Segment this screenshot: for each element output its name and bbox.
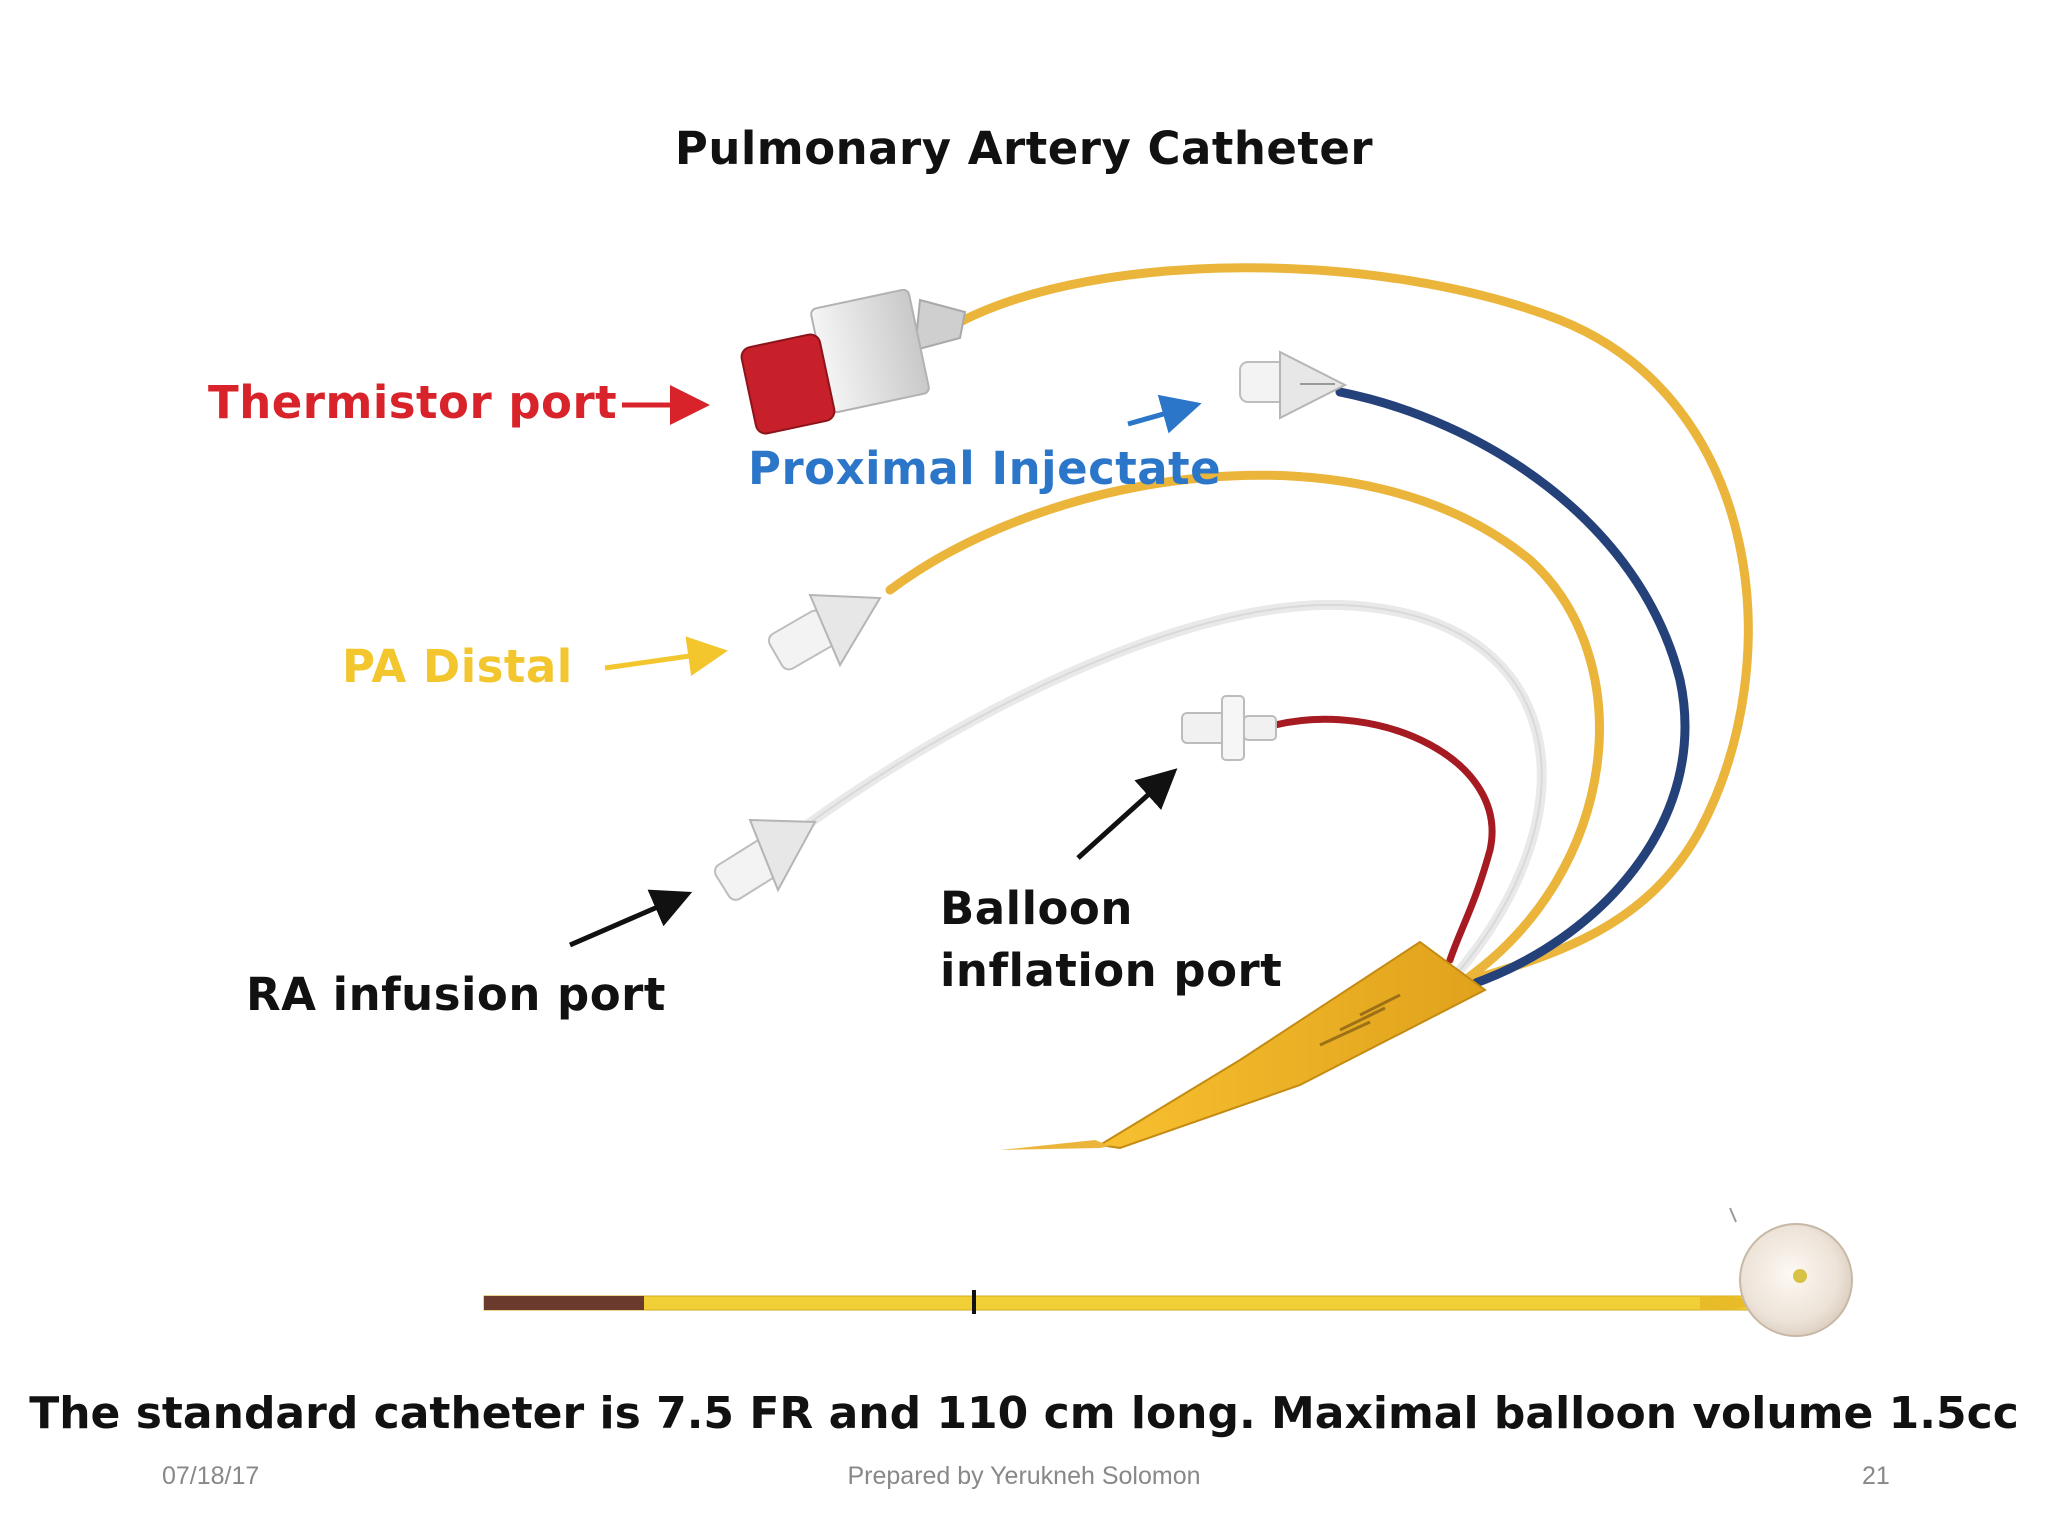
proximal-lumen bbox=[1335, 387, 1690, 990]
footer-date: 07/18/17 bbox=[162, 1462, 260, 1490]
pa-distal-arrow bbox=[604, 636, 728, 677]
balloon-inflation-lumen bbox=[1271, 715, 1496, 964]
slide-title: Pulmonary Artery Catheter bbox=[674, 122, 1374, 175]
ra-infusion-arrow bbox=[569, 889, 693, 948]
thermistor-port-label: Thermistor port bbox=[208, 376, 618, 429]
proximal-arrow bbox=[1127, 394, 1202, 434]
balloon-stopcock bbox=[1181, 695, 1277, 761]
footer-page-number: 21 bbox=[1862, 1462, 1890, 1490]
catheter-shaft bbox=[483, 1290, 1753, 1314]
pa-distal-hub bbox=[767, 593, 882, 671]
balloon-inflation-port-label: Balloon inflation port bbox=[940, 882, 1283, 997]
pa-distal-lumen bbox=[885, 470, 1604, 985]
ra-infusion-hub bbox=[713, 818, 817, 901]
catheter-junction bbox=[1097, 940, 1487, 1150]
pa-distal-label: PA Distal bbox=[342, 640, 573, 693]
junction-print bbox=[1319, 993, 1401, 1047]
slide-caption: The standard catheter is 7.5 FR and 110 … bbox=[29, 1388, 2019, 1439]
ra-infusion-lumen-outline bbox=[799, 603, 1543, 971]
ra-infusion-port-label: RA infusion port bbox=[246, 968, 666, 1021]
catheter-tail bbox=[1000, 1140, 1110, 1150]
proximal-hub bbox=[1239, 350, 1348, 420]
footer-author: Prepared by Yerukneh Solomon bbox=[847, 1462, 1201, 1490]
thermistor-connector bbox=[740, 288, 967, 435]
proximal-injectate-label: Proximal Injectate bbox=[748, 442, 1222, 495]
thermistor-lumen bbox=[955, 263, 1753, 995]
balloon-arrow bbox=[1076, 768, 1178, 860]
balloon-tip bbox=[1729, 1207, 1853, 1337]
